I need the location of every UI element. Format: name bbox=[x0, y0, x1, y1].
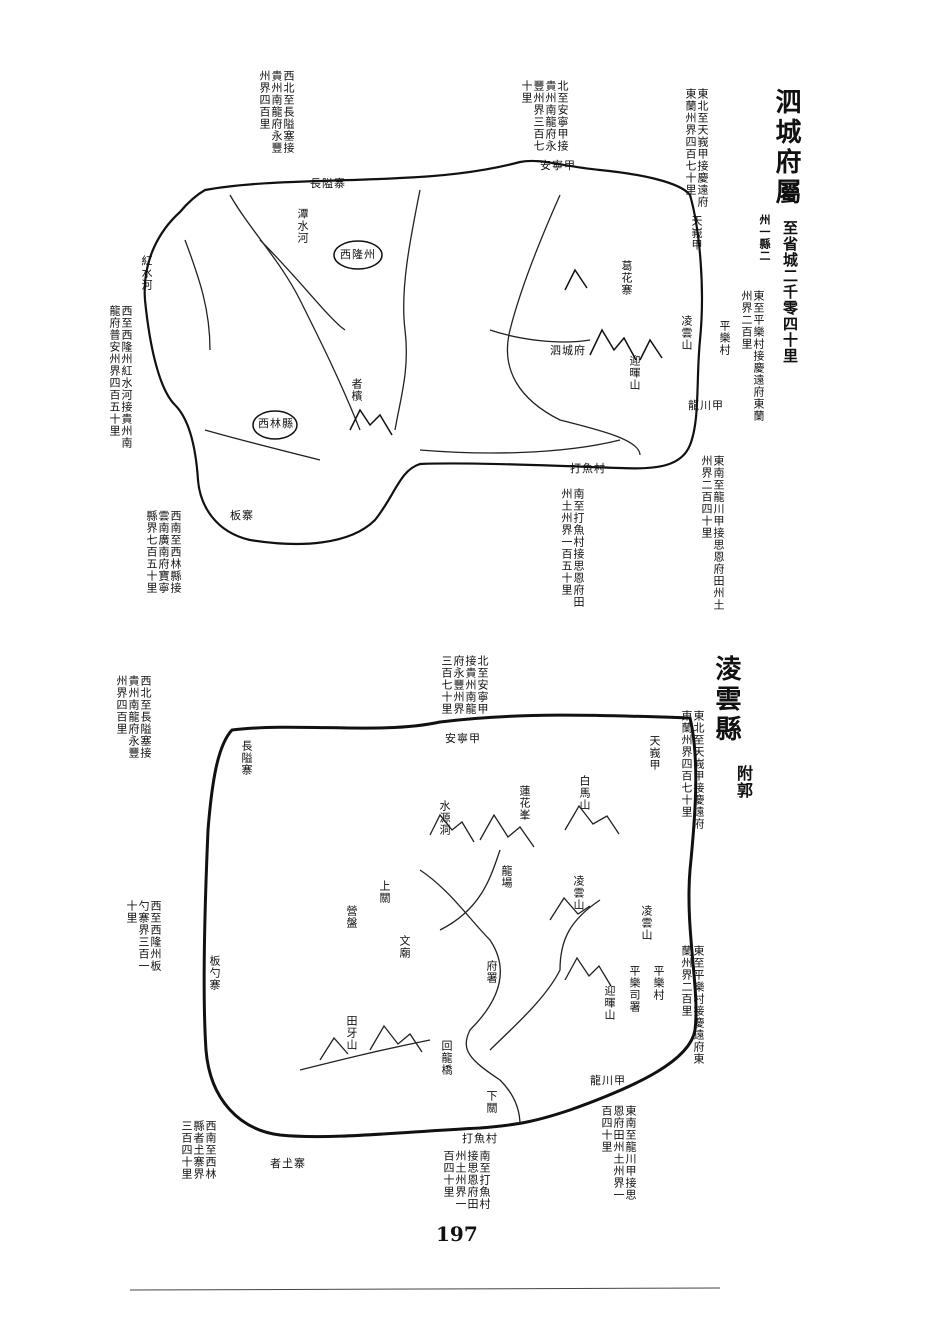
top-note-south: 南至打魚村接思恩府田州土州界一百五十里 bbox=[560, 488, 585, 608]
top-map-title: 泗城府屬 bbox=[771, 88, 801, 208]
place-label: 長隘寨 bbox=[240, 740, 253, 776]
bottom-map-subtitle: 附郭 bbox=[734, 765, 753, 799]
top-map-boundary bbox=[143, 159, 704, 546]
top-note-east: 東至平樂村接慶遠府東蘭州界二百里 bbox=[740, 290, 765, 422]
bottom-map-title: 淩雲縣 bbox=[711, 655, 741, 745]
place-label: 安寧甲 bbox=[540, 159, 576, 172]
bottom-note-southeast: 東南至龍川甲接思恩府田州土州界一百四十里 bbox=[600, 1105, 637, 1201]
place-label: 田牙山 bbox=[345, 1015, 358, 1051]
top-note-southeast: 東南至龍川甲接思恩府田州土州界二百四十里 bbox=[700, 455, 725, 611]
place-label: 西隆州 bbox=[340, 248, 376, 261]
place-label: 龍場 bbox=[500, 865, 513, 889]
place-label: 平樂村 bbox=[718, 320, 731, 356]
place-label: 板勺寨 bbox=[208, 955, 221, 991]
place-label: 上關 bbox=[378, 880, 391, 904]
bottom-note-south: 南至打魚村接思恩府田州土州界一百四十里 bbox=[442, 1150, 491, 1210]
place-label: 龍川甲 bbox=[590, 1074, 626, 1087]
place-label: 白馬山 bbox=[578, 775, 591, 811]
place-label: 凌雲山 bbox=[680, 315, 693, 351]
top-note-northeast: 東北至天峩甲接慶遠府東蘭州界四百七十里 bbox=[684, 88, 709, 208]
place-label: 板寨 bbox=[230, 509, 254, 522]
place-label: 迎暉山 bbox=[603, 985, 616, 1021]
place-label: 葛花寨 bbox=[620, 260, 633, 296]
top-note-north: 北至安寧甲接貴州南龍府永豐州界三百七十里 bbox=[520, 80, 569, 152]
top-map-cities bbox=[252, 240, 663, 440]
place-label: 打魚村 bbox=[462, 1132, 498, 1145]
place-label: 龍川甲 bbox=[688, 399, 724, 412]
top-note-northwest: 西北至長隘塞接貴州南龍府永豐州界四百里 bbox=[258, 70, 295, 154]
place-label: 者𡈽寨 bbox=[270, 1157, 306, 1170]
bottom-note-northeast: 東北至天峩甲接慶遠府東蘭州界四百七十里 bbox=[680, 710, 705, 830]
top-map-rivers bbox=[184, 189, 641, 461]
place-label: 平樂司署 bbox=[628, 965, 641, 1013]
top-map-subtitle: 至省城二千零四十里 bbox=[781, 220, 799, 364]
place-label: 水源洞 bbox=[438, 800, 451, 836]
place-label: 蓮花峯 bbox=[518, 785, 531, 821]
bottom-map-boundary bbox=[202, 713, 698, 1139]
place-label: 安寧甲 bbox=[445, 732, 481, 745]
bottom-map-rivers bbox=[299, 804, 620, 1126]
place-label: 紅水河 bbox=[140, 255, 153, 291]
top-note-west: 西至西隆州紅水河接貴州南龍府普安州界四百五十里 bbox=[108, 305, 133, 449]
place-label: 潭水河 bbox=[296, 208, 309, 244]
place-label: 打魚村 bbox=[570, 462, 606, 475]
place-label: 長隘寨 bbox=[310, 177, 346, 190]
bottom-note-west: 西至西隆州板勺寨界三百一十里 bbox=[125, 900, 162, 972]
top-note-southwest: 西南至西林縣接雲南廣南府寶寧縣界七百五十里 bbox=[145, 510, 182, 594]
place-label: 營盤 bbox=[345, 905, 358, 929]
place-label: 天峩甲 bbox=[690, 215, 703, 251]
place-label: 泗城府 bbox=[550, 344, 586, 357]
place-label: 西林縣 bbox=[258, 417, 294, 430]
place-label: 下關 bbox=[485, 1090, 498, 1114]
place-label: 凌雲山 bbox=[572, 875, 585, 911]
place-label: 天峩甲 bbox=[648, 735, 661, 771]
place-label: 凌雲山 bbox=[640, 905, 653, 941]
scan-edge-line bbox=[129, 1287, 721, 1291]
bottom-note-north: 北至安寧甲接貴州南龍府永豐州界三百七十里 bbox=[440, 655, 489, 715]
bottom-note-east: 東至平樂村接慶遠府東蘭州界二百里 bbox=[680, 945, 705, 1065]
place-label: 者檳 bbox=[350, 378, 363, 402]
bottom-note-southwest: 西南至西林縣者𡈽寨界三百四十里 bbox=[180, 1120, 217, 1180]
place-label: 回龍橋 bbox=[440, 1040, 453, 1076]
place-label: 府署 bbox=[485, 960, 498, 984]
bottom-note-northwest: 西北至長隘塞接貴州南龍府永豐州界四百里 bbox=[115, 675, 152, 759]
top-map-subtitle-small: 州一縣二 bbox=[758, 214, 771, 262]
place-label: 迎暉山 bbox=[628, 355, 641, 391]
page-number: 197 bbox=[436, 1222, 478, 1246]
place-label: 平樂村 bbox=[652, 965, 665, 1001]
place-label: 文廟 bbox=[398, 935, 411, 959]
